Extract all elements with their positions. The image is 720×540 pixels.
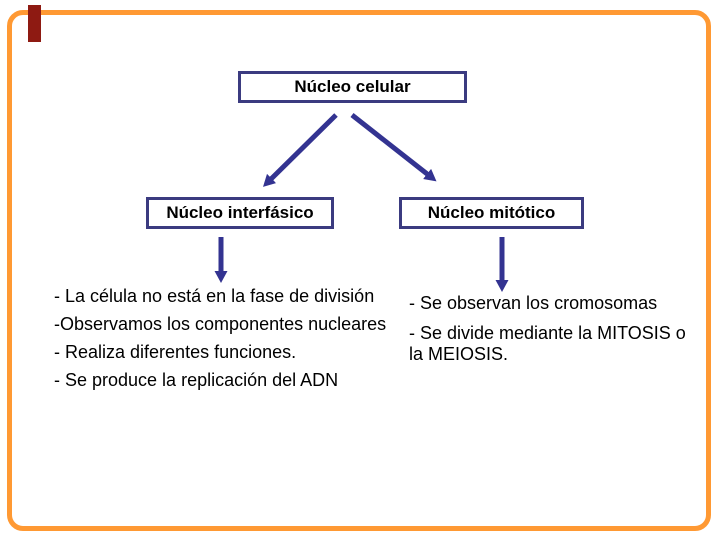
corner-tab xyxy=(28,5,41,42)
node-nucleo-celular: Núcleo celular xyxy=(238,71,467,103)
interfasico-notes: - La célula no está en la fase de divisi… xyxy=(54,285,399,397)
note-line: - Realiza diferentes funciones. xyxy=(54,342,297,362)
node-label: Núcleo mitótico xyxy=(427,203,556,222)
node-label: Núcleo celular xyxy=(294,77,411,96)
node-nucleo-interfasico: Núcleo interfásico xyxy=(146,197,334,229)
note-line: -Observamos los componentes nucleares xyxy=(54,314,387,334)
mitotico-notes: - Se observan los cromosomas - Se divide… xyxy=(409,293,719,374)
note-line: - Se produce la replicación del ADN xyxy=(54,370,339,390)
note-line: - Se divide mediante la MITOSIS o la MEI… xyxy=(409,323,686,364)
node-label: Núcleo interfásico xyxy=(166,203,314,222)
node-nucleo-mitotico: Núcleo mitótico xyxy=(399,197,584,229)
note-line: - Se observan los cromosomas xyxy=(409,293,658,313)
arrow-root-to-interfasico-icon xyxy=(263,113,338,187)
note-line: - La célula no está en la fase de divisi… xyxy=(54,286,375,306)
arrow-root-to-mitotico-icon xyxy=(350,113,437,182)
